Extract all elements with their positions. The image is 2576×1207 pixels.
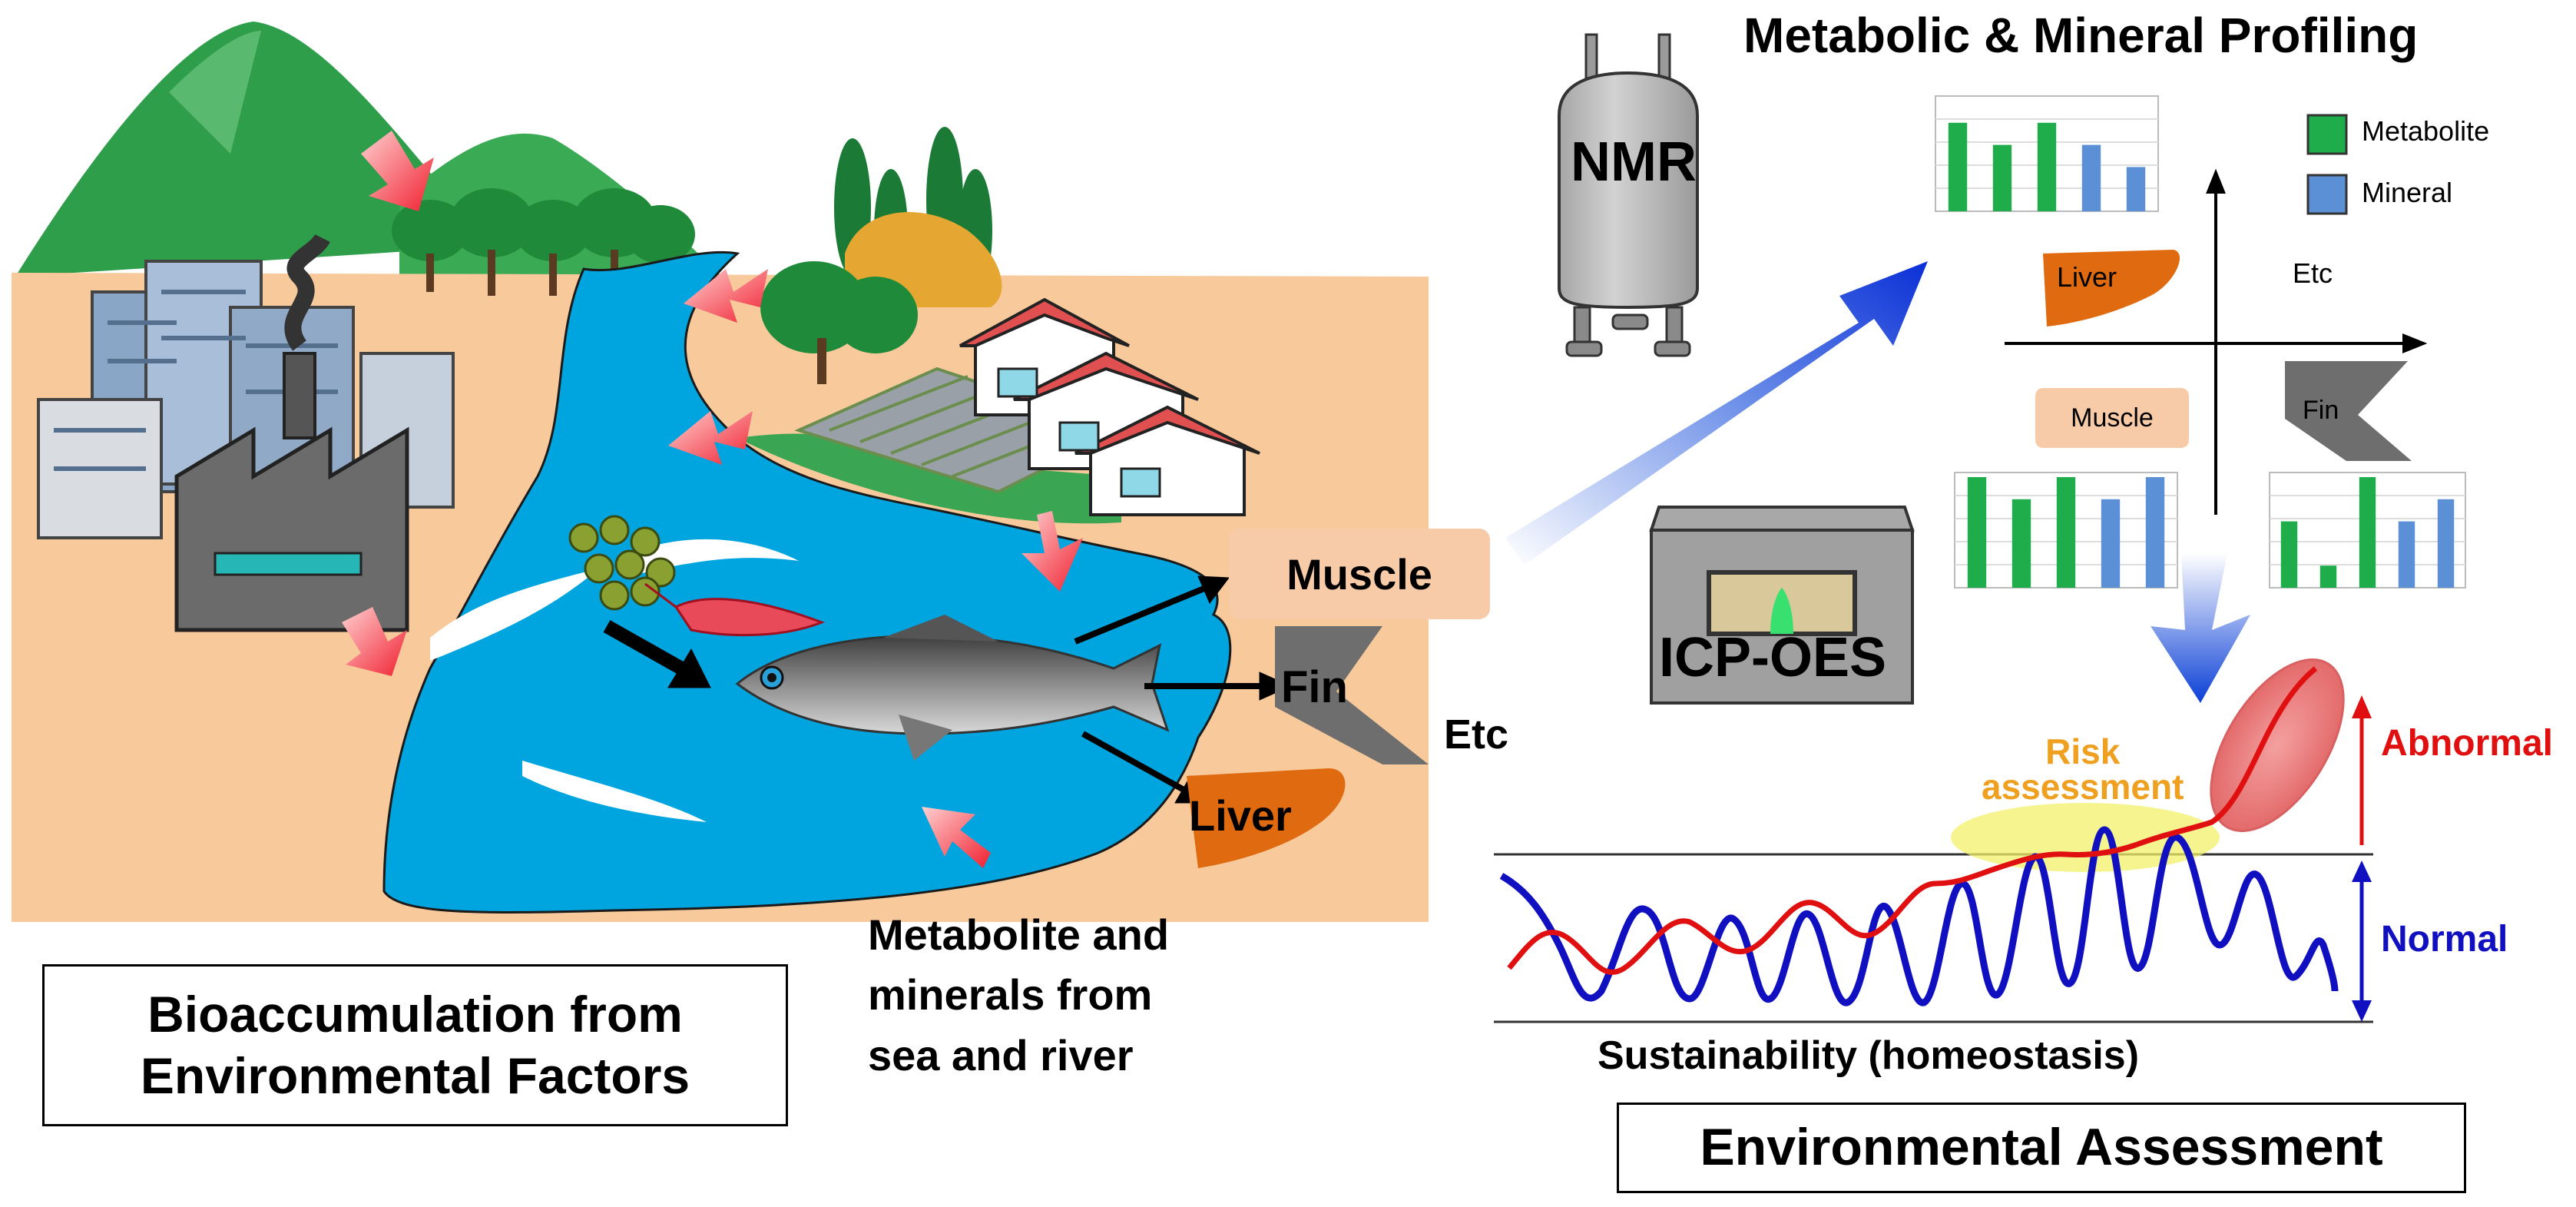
legend-metabolite-swatch	[2306, 114, 2348, 155]
etc-label: Etc	[1444, 711, 1509, 758]
nmr-label: NMR	[1571, 131, 1697, 193]
mini-chart-bar	[2280, 521, 2298, 588]
abnormal-label: Abnormal	[2381, 723, 2554, 764]
mini-bar-chart	[2269, 472, 2466, 589]
nmr-instrument	[1558, 33, 1699, 357]
mini-chart-bar	[1948, 122, 1968, 211]
normal-wave	[1499, 826, 2339, 1006]
quad-liver-label: Liver	[2057, 261, 2117, 293]
icp-oes-instrument	[1649, 506, 1915, 705]
mini-chart-bar	[2319, 565, 2337, 588]
quad-etc-label: Etc	[2293, 257, 2333, 289]
risk-line: assessment	[1982, 767, 2184, 807]
pollution-arrows	[342, 131, 1083, 868]
fish	[735, 615, 1170, 761]
legend-mineral-swatch	[2306, 174, 2348, 215]
trees-right	[760, 127, 1002, 384]
sustainability-label: Sustainability (homeostasis)	[1598, 1033, 2140, 1078]
liver-shape	[1187, 768, 1346, 868]
risk-highlight	[1951, 803, 2220, 872]
caption-box-environmental-assessment: Environmental Assessment	[1617, 1103, 2466, 1193]
mountain	[15, 22, 492, 277]
fin-label: Fin	[1281, 662, 1348, 712]
mini-chart-bar	[1967, 477, 1987, 588]
mini-chart-bar	[2011, 499, 2031, 588]
mini-chart-bar	[2398, 521, 2415, 588]
mini-chart-bar	[1992, 144, 2012, 211]
homeostasis-chart	[1494, 658, 2373, 1023]
source-label: Metabolite and minerals from sea and riv…	[868, 905, 1169, 1086]
accumulation-arrows	[603, 575, 1292, 804]
abnormal-oval	[2210, 658, 2345, 832]
caption-box-bioaccumulation: Bioaccumulation from Environmental Facto…	[42, 964, 788, 1126]
legend-metabolite-label: Metabolite	[2362, 115, 2490, 147]
mini-chart-bar	[2081, 144, 2101, 211]
tissue-icons	[1187, 250, 2412, 868]
shrimp	[644, 582, 826, 637]
caption-line: Bioaccumulation from	[147, 986, 683, 1043]
assessment-arrow	[2151, 553, 2250, 703]
pca-axes	[2005, 168, 2428, 515]
mini-chart-bar	[2037, 122, 2057, 211]
muscle-label: Muscle	[1229, 529, 1490, 619]
factory	[174, 233, 409, 632]
mini-chart-bar	[2359, 477, 2376, 588]
quad-muscle-label: Muscle	[2035, 388, 2189, 448]
houses	[959, 297, 1260, 516]
liver-label: Liver	[1189, 791, 1292, 840]
mini-chart-bar	[2437, 499, 2455, 588]
abnormal-wave	[1507, 666, 2318, 975]
fin-shape-small	[2285, 361, 2412, 461]
mini-chart-bar	[2145, 477, 2165, 588]
source-line: Metabolite and	[868, 910, 1170, 959]
quad-fin-label: Fin	[2303, 396, 2339, 425]
source-line: sea and river	[868, 1030, 1134, 1079]
environment-landscape	[12, 22, 1429, 922]
caption-line: Environmental Factors	[140, 1046, 690, 1104]
legend-mineral-label: Mineral	[2362, 177, 2453, 208]
fin-shape	[1275, 626, 1429, 764]
liver-shape-small	[2043, 250, 2180, 327]
mini-bar-chart	[1935, 95, 2159, 212]
mini-chart-bar	[2056, 477, 2076, 588]
mini-chart-bar	[2126, 167, 2146, 211]
normal-label: Normal	[2381, 919, 2508, 960]
profiling-arrow	[1505, 261, 1928, 565]
icp-oes-label: ICP-OES	[1659, 627, 1887, 688]
mini-chart-bar	[2101, 499, 2121, 588]
risk-assessment-label: Risk assessment	[1982, 734, 2184, 804]
source-line: minerals from	[868, 970, 1153, 1020]
risk-line: Risk	[2045, 731, 2121, 771]
page-title: Metabolic & Mineral Profiling	[1743, 8, 2419, 63]
wave-marks	[430, 539, 799, 822]
plankton	[568, 515, 676, 611]
mini-bar-chart	[1954, 472, 2178, 589]
forest	[392, 188, 695, 264]
